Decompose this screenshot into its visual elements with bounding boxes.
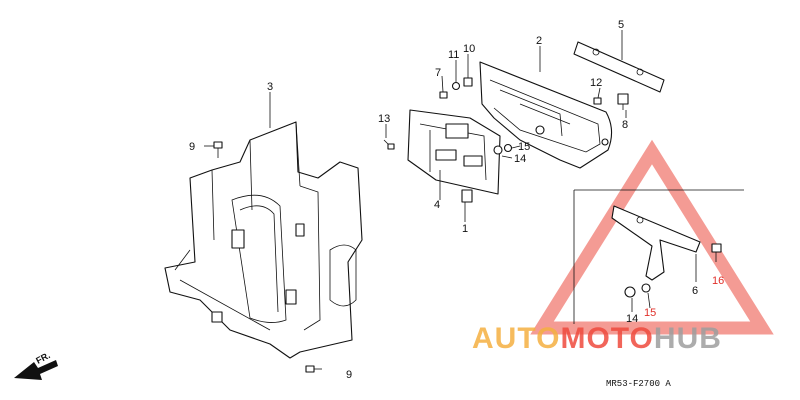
label-1: 1 [462,223,468,235]
label-15-upper: 15 [518,141,530,153]
label-9-lower: 9 [346,369,352,381]
label-8: 8 [622,119,628,131]
part-3-inner-fender [164,121,363,359]
label-14-lower: 14 [626,313,638,325]
watermark-logo: AUTOMOTOHUB [472,322,722,355]
label-7: 7 [435,67,441,79]
part-2-tail-cover [479,61,613,169]
leader-lines [204,30,697,312]
bolt-8 [617,93,629,110]
bolt-9-lower [305,365,322,373]
front-arrow-icon: FR. [14,350,58,380]
label-15-lower: 15 [644,307,656,319]
label-6: 6 [692,285,698,297]
label-11: 11 [448,49,459,61]
label-13: 13 [378,113,390,125]
bolt-13 [383,139,395,150]
washer-15-lower [641,283,651,293]
nut-11 [451,81,461,91]
watermark-moto: MOTO [560,322,653,355]
label-12: 12 [590,77,602,89]
label-2: 2 [536,35,542,47]
bolt-7 [439,91,448,99]
label-16: 16 [712,275,724,287]
clip-10 [463,77,473,87]
label-10: 10 [463,43,475,55]
watermark-hub: HUB [654,322,722,355]
inset-frame [573,189,744,324]
part-1-clip [461,189,473,203]
nut-14-lower [624,286,636,298]
label-9-upper: 9 [189,141,195,153]
bolt-12 [593,97,602,105]
svg-text:AUTOMOTOHUB: AUTOMOTOHUB [472,322,722,355]
label-4: 4 [434,199,440,211]
bolt-9-upper [213,141,223,158]
part-6-stay [611,205,701,281]
nut-14-upper [493,145,503,155]
fasteners [213,77,722,373]
bolt-16 [711,243,722,262]
watermark-triangle [530,139,774,335]
watermark-auto: AUTO [472,322,560,355]
diagram-code: MR53-F2700 A [606,379,671,389]
label-5: 5 [618,19,624,31]
label-14-upper: 14 [514,153,526,165]
washer-15-upper [503,143,513,153]
part-5-reflector-bracket [573,41,665,93]
part-4-plate-bracket [407,109,501,195]
label-3: 3 [267,81,273,93]
